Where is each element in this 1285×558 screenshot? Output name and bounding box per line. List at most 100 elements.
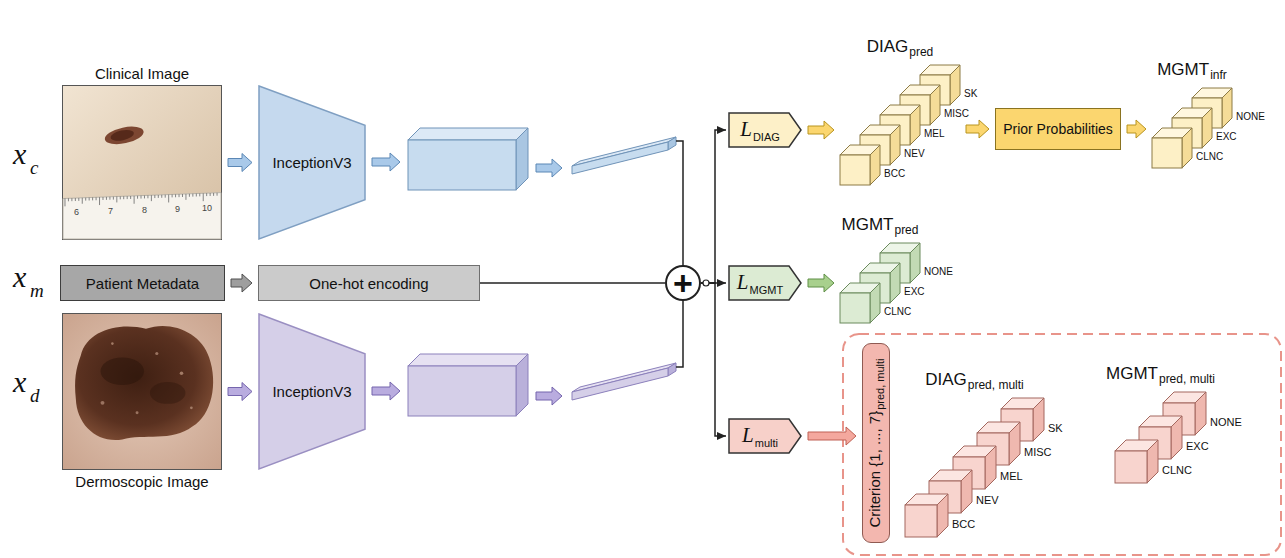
class-label: NONE <box>924 266 953 278</box>
photo-part <box>82 198 83 204</box>
photo-part <box>172 194 173 197</box>
photo-part <box>101 401 105 405</box>
cube-face <box>1182 128 1192 168</box>
loss-symbol: L <box>737 270 749 294</box>
wire <box>676 141 683 266</box>
cube-face <box>870 283 880 323</box>
input-box: Patient Metadata <box>60 265 225 301</box>
variable-subscript: c <box>30 158 38 177</box>
group-outline <box>843 334 1281 555</box>
output-vector: BCCNEVMELMISCSKDIAGpred <box>840 65 960 185</box>
class-label: CLNC <box>884 306 911 318</box>
photo-part <box>190 406 193 409</box>
variable-subscript: m <box>30 281 44 300</box>
feature-vector <box>572 363 676 400</box>
cube-stack <box>1115 392 1206 483</box>
photo-part <box>206 193 207 196</box>
cube-face <box>910 243 920 283</box>
flow-arrow <box>228 383 252 401</box>
junction-dot <box>703 280 709 286</box>
output-vector: BCCNEVMELMISCSKDIAGpred, multi <box>905 398 1044 537</box>
flow-arrow <box>372 153 400 171</box>
concat-symbol: + <box>665 265 701 301</box>
vector-name: MGMT <box>842 215 894 234</box>
plus-sign: + <box>673 266 693 300</box>
class-label: CLNC <box>1196 151 1223 163</box>
photo-part <box>63 314 221 469</box>
cube-face <box>950 65 960 105</box>
bar-face <box>572 368 668 400</box>
vector-name: MGMT <box>1106 364 1158 383</box>
flow-arrow <box>536 159 562 177</box>
encoder-block: InceptionV3 <box>258 313 366 470</box>
pentagon <box>729 266 801 300</box>
dermoscopic-photo: Dermoscopic Image <box>62 313 222 470</box>
vector-heading: MGMTpred, multi <box>1106 364 1215 386</box>
cube-face <box>890 125 900 165</box>
photo-part <box>109 197 110 200</box>
vector-heading: DIAGpred <box>867 37 934 59</box>
photo-part <box>99 197 100 205</box>
photo-image <box>63 314 221 469</box>
image-title: Clinical Image <box>95 65 189 82</box>
loss-label: LDIAG <box>740 117 790 143</box>
branch-connector <box>701 283 726 436</box>
photo-part <box>127 196 128 199</box>
cube-stack <box>905 398 1044 537</box>
photo-part <box>63 86 221 239</box>
flow-arrow <box>808 427 856 445</box>
cube-face <box>910 105 920 145</box>
branch-connector <box>701 130 726 283</box>
photo-part <box>75 198 76 201</box>
wire <box>676 300 683 367</box>
photo-part <box>158 195 159 198</box>
ruler-number: 6 <box>74 208 79 217</box>
criterion-label: Criterion {1, ..., 7}pred, multi <box>866 358 886 527</box>
output-vector: CLNCEXCNONEMGMTpred, multi <box>1115 392 1206 483</box>
photo-part <box>134 196 135 204</box>
trapezoid <box>259 86 365 239</box>
class-label: EXC <box>1216 131 1237 143</box>
photo-part <box>161 195 162 198</box>
vector-subscript: pred <box>909 45 933 59</box>
photo-part <box>168 195 169 203</box>
photo-part <box>192 194 193 197</box>
box-label: One-hot encoding <box>309 275 428 292</box>
photo-part <box>150 382 186 404</box>
photo-part <box>92 197 93 200</box>
criterion-text: Criterion {1, ..., 7} <box>866 411 883 528</box>
loss-subscript: multi <box>755 437 778 449</box>
photo-part <box>113 197 114 200</box>
photo-part <box>141 196 142 199</box>
feature-map <box>408 128 528 190</box>
loss-symbol: L <box>742 423 754 447</box>
photo-part <box>182 194 183 197</box>
bar-face <box>668 363 676 376</box>
photo-part <box>123 196 124 199</box>
photo-part <box>210 193 211 196</box>
vector-subscript: pred, multi <box>968 378 1024 392</box>
vector-heading: DIAGpred, multi <box>925 370 1024 392</box>
block-label: InceptionV3 <box>272 383 351 400</box>
class-label: SK <box>964 88 977 100</box>
photo-part <box>147 195 148 198</box>
block-face <box>408 140 516 190</box>
cube-stack <box>840 65 960 185</box>
class-label: NEV <box>904 148 925 160</box>
box-label: Prior Probabilities <box>1003 121 1113 137</box>
ruler-number: 8 <box>142 206 147 215</box>
output-vector: CLNCEXCNONEMGMTpred <box>840 243 920 323</box>
photo-part <box>180 371 184 375</box>
ruler-number: 7 <box>108 207 113 216</box>
loss-subscript: MGMT <box>750 284 784 296</box>
photo-part <box>68 198 69 201</box>
image-title: Dermoscopic Image <box>75 473 208 490</box>
flow-arrow <box>536 387 562 405</box>
photo-part <box>85 198 86 201</box>
cube-face <box>1222 88 1232 128</box>
cube-face <box>905 505 937 537</box>
flow-arrow <box>231 274 252 292</box>
cube-face <box>1171 416 1182 459</box>
class-label: EXC <box>904 286 925 298</box>
photo-part <box>179 194 180 197</box>
